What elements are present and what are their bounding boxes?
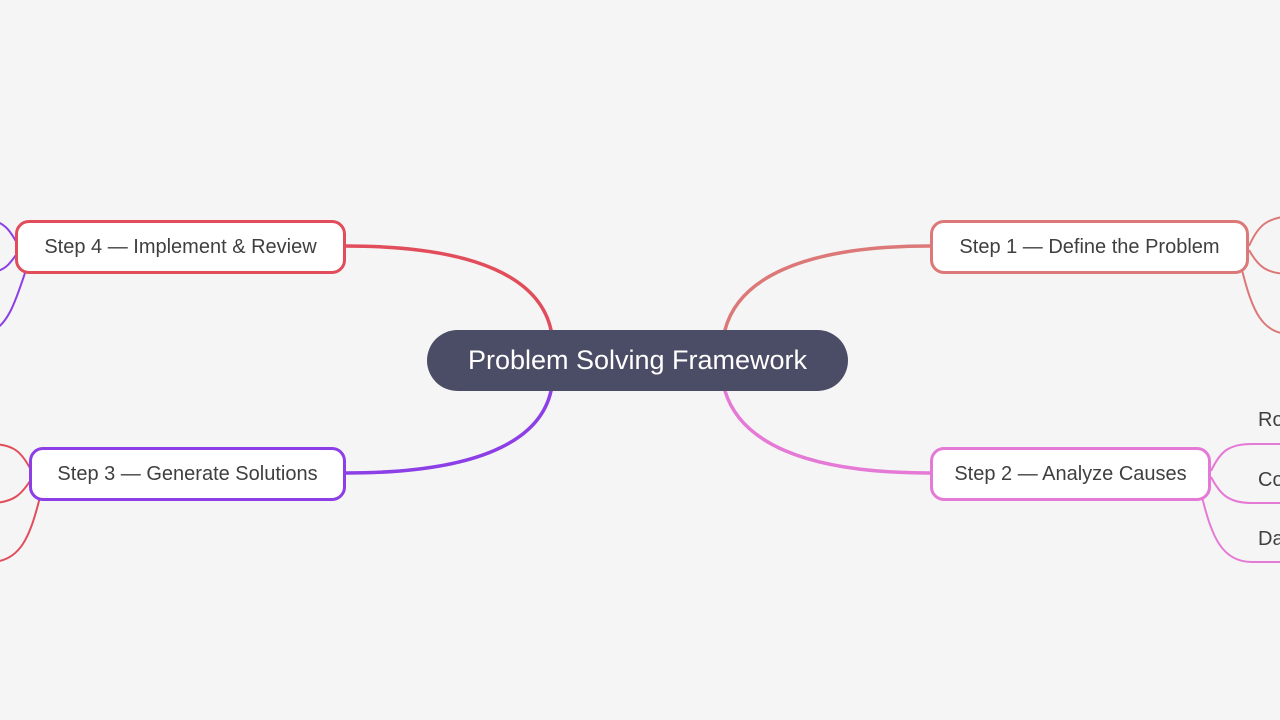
link-step3-child [0, 443, 33, 473]
link-step1-child [1248, 249, 1280, 275]
link-root-step4 [344, 244, 553, 332]
branch-step2[interactable]: Step 2 — Analyze Causes [930, 447, 1211, 501]
link-step3-child [0, 496, 41, 562]
branch-step4[interactable]: Step 4 — Implement & Review [15, 220, 346, 274]
branch-step1[interactable]: Step 1 — Define the Problem [930, 220, 1249, 274]
root-topic[interactable]: Problem Solving Framework [427, 330, 848, 391]
step2-subtopic[interactable]: Da [1258, 528, 1280, 550]
link-root-step2 [723, 389, 932, 475]
link-step1-child [1248, 216, 1280, 247]
link-step2-child [1210, 443, 1280, 472]
link-step3-child [0, 477, 33, 504]
step2-subtopic[interactable]: Ro [1258, 409, 1280, 431]
branch-step3[interactable]: Step 3 — Generate Solutions [29, 447, 346, 501]
link-root-step3 [344, 389, 553, 475]
link-step2-child [1210, 476, 1280, 504]
link-step2-child [1201, 496, 1280, 563]
link-root-step1 [723, 244, 932, 332]
step2-subtopic[interactable]: Co [1258, 469, 1280, 491]
link-step1-child [1241, 269, 1280, 334]
link-step4-child [0, 269, 27, 328]
